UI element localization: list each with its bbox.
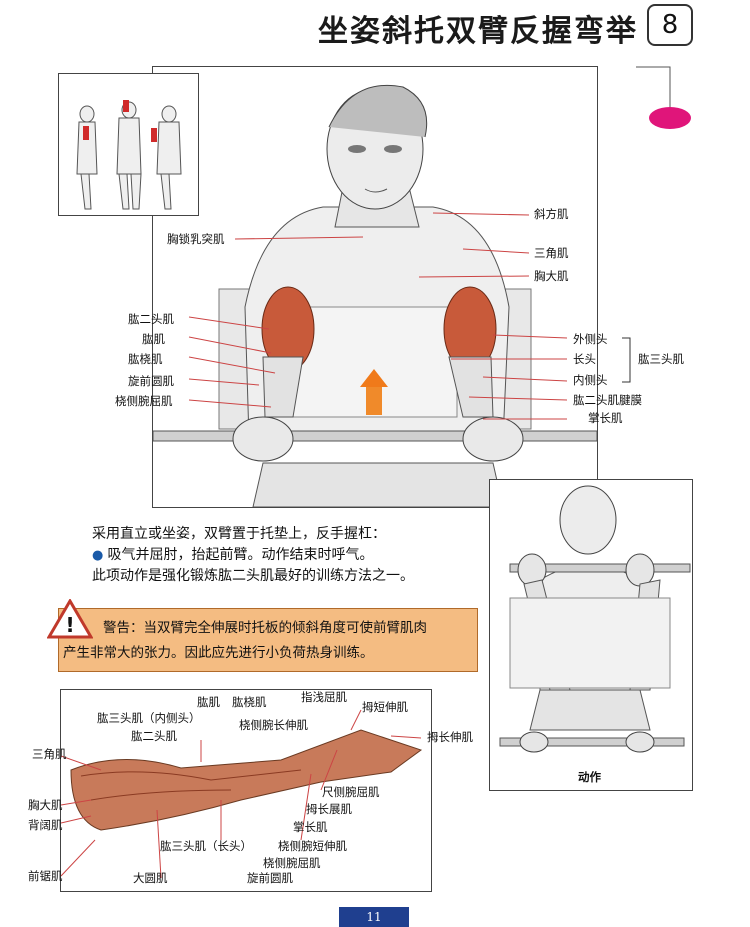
warning-triangle-icon: !	[47, 599, 93, 639]
arm-label-brachioradialis: 肱桡肌	[232, 695, 267, 709]
label-lateral-head: 外侧头	[573, 332, 608, 346]
inset-caption: 动作	[578, 770, 601, 784]
main-illustration	[152, 66, 598, 508]
exercise-description: 采用直立或坐姿，双臂置于托垫上，反手握杠： ● 吸气并屈肘，抬起前臂。动作结束时…	[92, 524, 492, 587]
arm-label-apl: 拇长展肌	[306, 802, 352, 816]
arm-label-triceps-long: 肱三头肌（长头）	[160, 839, 252, 853]
bullet-icon: ●	[92, 548, 108, 563]
description-bullet: 吸气并屈肘，抬起前臂。动作结束时呼气。	[107, 547, 374, 563]
seated-biceps-curl-figure	[152, 84, 598, 508]
arm-anatomy-illustration	[60, 689, 432, 892]
arm-label-epb: 拇短伸肌	[362, 700, 408, 714]
triceps-bracket	[622, 337, 631, 383]
warning-box: ! 警告：当双臂完全伸展时托板的倾斜角度可使前臂肌肉 产生非常大的张力。因此应先…	[47, 599, 478, 672]
arm-label-fcu: 尺侧腕屈肌	[322, 785, 380, 799]
description-line-1: 采用直立或坐姿，双臂置于托垫上，反手握杠：	[92, 526, 386, 542]
label-brachialis: 肱肌	[142, 332, 165, 346]
label-medial-head: 内侧头	[573, 373, 608, 387]
label-bicipital-aponeurosis: 肱二头肌腱膜	[573, 393, 642, 407]
arm-label-teres-major: 大圆肌	[133, 871, 168, 885]
label-pronator-teres: 旋前圆肌	[128, 374, 174, 388]
arm-label-triceps-medial: 肱三头肌（内侧头）	[97, 711, 201, 725]
arm-label-ecr-brevis: 桡侧腕短伸肌	[278, 839, 347, 853]
arm-label-biceps: 肱二头肌	[131, 729, 177, 743]
label-long-head: 长头	[573, 352, 596, 366]
chapter-number: 8	[647, 4, 693, 46]
description-line-3: 此项动作是强化锻炼肱二头肌最好的训练方法之一。	[92, 568, 414, 584]
label-biceps: 肱二头肌	[128, 312, 174, 326]
arm-label-ecr-longus: 桡侧腕长伸肌	[239, 718, 308, 732]
arm-label-fcr: 桡侧腕屈肌	[263, 856, 321, 870]
arm-label-pronator: 旋前圆肌	[247, 871, 293, 885]
page-number: 11	[339, 907, 409, 927]
arm-label-fds: 指浅屈肌	[301, 690, 347, 704]
page-title: 坐姿斜托双臂反握弯举	[318, 14, 638, 49]
arm-label-brachialis: 肱肌	[197, 695, 220, 709]
arm-label-epl: 拇长伸肌	[427, 730, 473, 744]
label-deltoid: 三角肌	[534, 246, 569, 260]
arm-label-deltoid: 三角肌	[32, 747, 67, 761]
label-pectoralis-major: 胸大肌	[534, 269, 569, 283]
action-inset: 动作	[489, 479, 693, 791]
label-brachioradialis: 肱桡肌	[128, 352, 163, 366]
label-trapezius: 斜方肌	[534, 207, 569, 221]
arm-label-latissimus: 背阔肌	[28, 818, 63, 832]
lift-direction-arrow-icon	[360, 369, 388, 415]
label-flexor-carpi-radialis: 桡侧腕屈肌	[115, 394, 173, 408]
label-palmaris-longus: 掌长肌	[588, 411, 623, 425]
label-sternocleidomastoid: 胸锁乳突肌	[167, 232, 225, 246]
warning-line-2: 产生非常大的张力。因此应先进行小负荷热身训练。	[63, 645, 374, 661]
muscle-map-thumbnail	[58, 73, 199, 216]
arm-label-serratus: 前锯肌	[28, 869, 63, 883]
arm-label-palmaris: 掌长肌	[293, 820, 328, 834]
label-triceps-group: 肱三头肌	[638, 352, 684, 366]
accent-oval-icon	[649, 107, 691, 129]
warning-line-1: 警告：当双臂完全伸展时托板的倾斜角度可使前臂肌肉	[103, 620, 427, 636]
warning-mark: !	[65, 613, 74, 637]
corner-decoration	[636, 66, 691, 129]
arm-label-pectoralis: 胸大肌	[28, 798, 63, 812]
